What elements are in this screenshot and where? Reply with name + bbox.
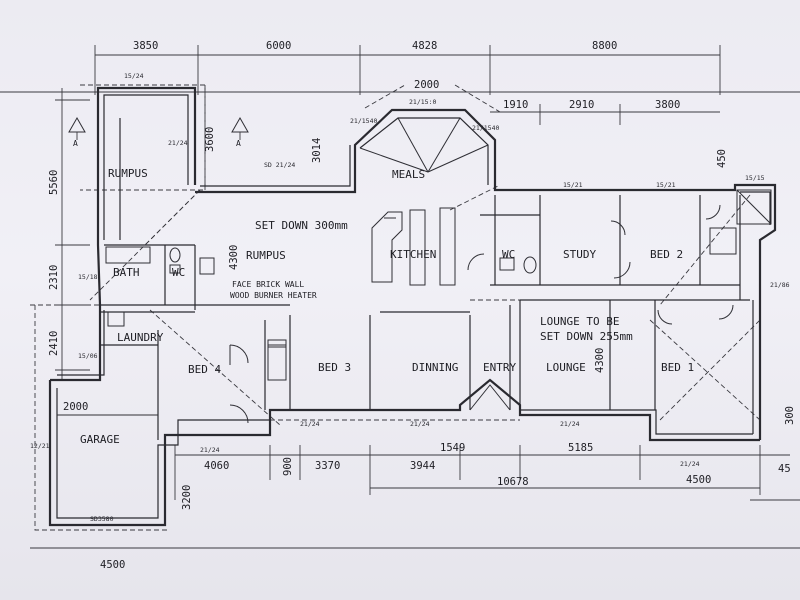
dim-bottom-4500-left: 4500: [100, 559, 125, 571]
dim-inner-3014: 3014: [311, 138, 323, 163]
dim-sub-1: 2000: [414, 79, 439, 91]
dim-inner-2000: 2000: [63, 401, 88, 413]
dim-sub-2: 1910: [503, 99, 528, 111]
dim-inner-3200: 3200: [181, 485, 193, 510]
note-lounge-2: SET DOWN 255mm: [540, 330, 633, 343]
mark-12-21: 12/21: [30, 442, 50, 450]
dim-bottom-3370: 3370: [315, 460, 340, 472]
room-garage: GARAGE: [80, 433, 120, 446]
note-face-brick: FACE BRICK WALL: [232, 280, 304, 289]
dim-left-3: 2410: [48, 331, 60, 356]
mark-21-24-a: 21/24: [168, 139, 188, 147]
mark-21-24-e: 21/24: [200, 446, 220, 454]
room-bed2: BED 2: [650, 248, 683, 261]
section-mark-a-right: A: [236, 139, 241, 148]
dim-top-4: 8800: [592, 40, 617, 52]
mark-21-24-d: 21/24: [560, 420, 580, 428]
fixtures: [57, 116, 772, 424]
mark-21-86: 21/86: [770, 281, 790, 289]
room-rumpus-main: RUMPUS: [246, 249, 286, 262]
room-dinning: DINNING: [412, 361, 458, 374]
room-wc-right: WC: [502, 248, 515, 261]
mark-15-21-a: 15/21: [563, 181, 583, 189]
mark-sd3580: SD3580: [90, 515, 114, 523]
dim-sub-4: 3800: [655, 99, 680, 111]
mark-21-24-f: 21/24: [680, 460, 700, 468]
dim-bottom-1549: 1549: [440, 442, 465, 454]
dim-inner-450: 450: [716, 149, 728, 168]
room-rumpus-upper: RUMPUS: [108, 167, 148, 180]
dim-left-1: 5560: [48, 170, 60, 195]
dim-bottom-3944: 3944: [410, 460, 435, 472]
dim-bottom-4500-right: 4500: [686, 474, 711, 486]
dim-top-2: 6000: [266, 40, 291, 52]
mark-15-06: 15/06: [78, 352, 98, 360]
room-laundry: LAUNDRY: [117, 331, 164, 344]
dim-bottom-5185: 5185: [568, 442, 593, 454]
dim-left-2: 2310: [48, 265, 60, 290]
dim-bottom-45: 45: [778, 463, 791, 475]
dim-sub-3: 2910: [569, 99, 594, 111]
room-bed1: BED 1: [661, 361, 694, 374]
note-lounge-1: LOUNGE TO BE: [540, 315, 619, 328]
mark-21-24-c: 21/24: [410, 420, 430, 428]
note-sd: SD 21/24: [264, 161, 295, 169]
left-dimension-lines: [55, 88, 90, 380]
mark-15-24: 15/24: [124, 72, 144, 80]
note-set-down: SET DOWN 300mm: [255, 219, 348, 232]
room-entry: ENTRY: [483, 361, 516, 374]
mark-21-1540-a: 21/1540: [350, 117, 377, 125]
mark-15-18: 15/18: [78, 273, 98, 281]
bottom-dimension-lines: [30, 445, 800, 549]
dim-inner-4300-b: 4300: [594, 348, 606, 373]
exterior-walls: [48, 86, 777, 527]
roof-lines: [30, 84, 761, 531]
dim-bottom-900: 900: [282, 457, 294, 476]
mark-21-15: 21/15:0: [409, 98, 436, 106]
section-mark-a-left: A: [73, 139, 78, 148]
top-dimension-lines: [0, 45, 800, 125]
room-lounge: LOUNGE: [546, 361, 586, 374]
dim-bottom-300: 300: [784, 406, 796, 425]
dim-inner-3600: 3600: [204, 127, 216, 152]
room-bed3: BED 3: [318, 361, 351, 374]
note-wood-burner: WOOD BURNER HEATER: [230, 291, 317, 300]
room-bed4: BED 4: [188, 363, 221, 376]
mark-21-1540-b: 21/1540: [472, 124, 499, 132]
mark-15-21-b: 15/21: [656, 181, 676, 189]
room-study: STUDY: [563, 248, 596, 261]
room-kitchen: KITCHEN: [390, 248, 436, 261]
dim-bottom-4060: 4060: [204, 460, 229, 472]
dim-top-1: 3850: [133, 40, 158, 52]
mark-21-24-b: 21/24: [300, 420, 320, 428]
mark-15-15: 15/15: [745, 174, 765, 182]
dim-inner-4300-a: 4300: [228, 245, 240, 270]
dim-top-3: 4828: [412, 40, 437, 52]
interior-walls: [100, 118, 750, 440]
dim-bottom-10678: 10678: [497, 476, 529, 488]
room-meals: MEALS: [392, 168, 425, 181]
room-wc-left: WC: [172, 266, 185, 279]
room-bath: BATH: [113, 266, 140, 279]
